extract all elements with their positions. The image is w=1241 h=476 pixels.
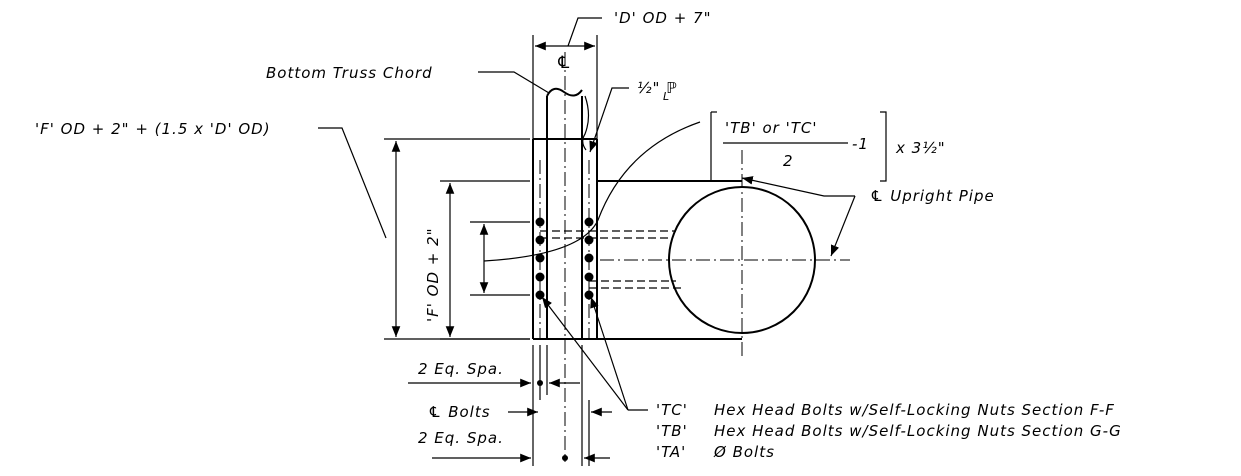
plate-label: ½" ℙ — [637, 79, 678, 97]
plate-label-subscript: L — [663, 90, 670, 103]
eq-spa-bottom-center-dot — [562, 455, 568, 461]
formula-denominator: 2 — [783, 152, 794, 170]
bolt-right-1 — [584, 217, 594, 227]
d-od-leader — [567, 17, 602, 47]
bolt-note-text: Ø Bolts — [713, 443, 775, 461]
plate-break-line — [582, 95, 590, 151]
d-od-dimension: 'D' OD + 7" ℄ — [532, 9, 711, 140]
upright-pipe-leader-top — [741, 176, 855, 197]
eq-spa-top-center-dot — [537, 380, 543, 386]
bolt-note-code: 'TB' — [656, 422, 688, 440]
upright-pipe-label: ℄ Upright Pipe — [870, 187, 995, 205]
upright-pipe: ℄ Upright Pipe — [600, 150, 995, 360]
d-od-label: 'D' OD + 7" — [614, 9, 711, 27]
bottom-spacing-dimensions: 2 Eq. Spa. ℄ Bolts 2 Eq. Spa. — [408, 345, 612, 466]
f-od-plus2-label: 'F' OD + 2" — [424, 227, 442, 322]
bolt-left-3 — [535, 253, 545, 263]
bolt-right-5 — [584, 290, 594, 300]
bolt-left-4 — [535, 272, 545, 282]
hidden-bolt-lines — [540, 230, 684, 289]
bolt-note-leader-left — [541, 296, 629, 411]
formula-numerator: 'TB' or 'TC' — [725, 119, 817, 137]
f-od-total-leader — [318, 127, 387, 239]
bolt-note-leaders — [541, 296, 648, 411]
bottom-truss-chord: Bottom Truss Chord — [266, 64, 590, 338]
upright-pipe-leader-bottom — [830, 195, 856, 257]
bolt-note-text: Hex Head Bolts w/Self-Locking Nuts Secti… — [714, 422, 1122, 440]
eq-spa-top-label: 2 Eq. Spa. — [418, 360, 504, 378]
bolt-notes: 'TC' Hex Head Bolts w/Self-Locking Nuts … — [656, 401, 1122, 461]
chord-break-line — [546, 87, 583, 97]
clamp-plate-body — [532, 52, 742, 462]
bolt-left-2 — [535, 235, 545, 245]
bolt-left-1 — [535, 217, 545, 227]
bolt-right-3 — [584, 253, 594, 263]
f-od-total-label: 'F' OD + 2" + (1.5 x 'D' OD) — [35, 120, 271, 138]
formula-multiplier: x 3½" — [895, 139, 946, 157]
chord-leader — [478, 71, 550, 94]
vertical-dimensions: 'F' OD + 2" + (1.5 x 'D' OD) 'F' OD + 2" — [35, 120, 530, 340]
formula-leader-curve — [483, 121, 701, 262]
bottom-truss-chord-label: Bottom Truss Chord — [266, 64, 433, 82]
bolt-note-leader-right — [590, 296, 629, 411]
bolt-right-4 — [584, 272, 594, 282]
formula-minus-one: -1 — [852, 135, 869, 153]
bolt-right-2 — [584, 235, 594, 245]
plate-callout: ½" ℙ L — [589, 79, 678, 153]
plate-leader — [589, 87, 629, 153]
bolt-note-code: 'TC' — [656, 401, 688, 419]
formula-bracket-right — [880, 111, 887, 182]
cl-bolts-label: ℄ Bolts — [428, 403, 491, 421]
centerline-symbol-top: ℄ — [556, 53, 572, 73]
bolt-note-code: 'TA' — [656, 443, 686, 461]
bolt-count-formula: 'TB' or 'TC' 2 -1 x 3½" — [483, 111, 946, 262]
eq-spa-bottom-label: 2 Eq. Spa. — [418, 429, 504, 447]
bolt-note-text: Hex Head Bolts w/Self-Locking Nuts Secti… — [714, 401, 1115, 419]
